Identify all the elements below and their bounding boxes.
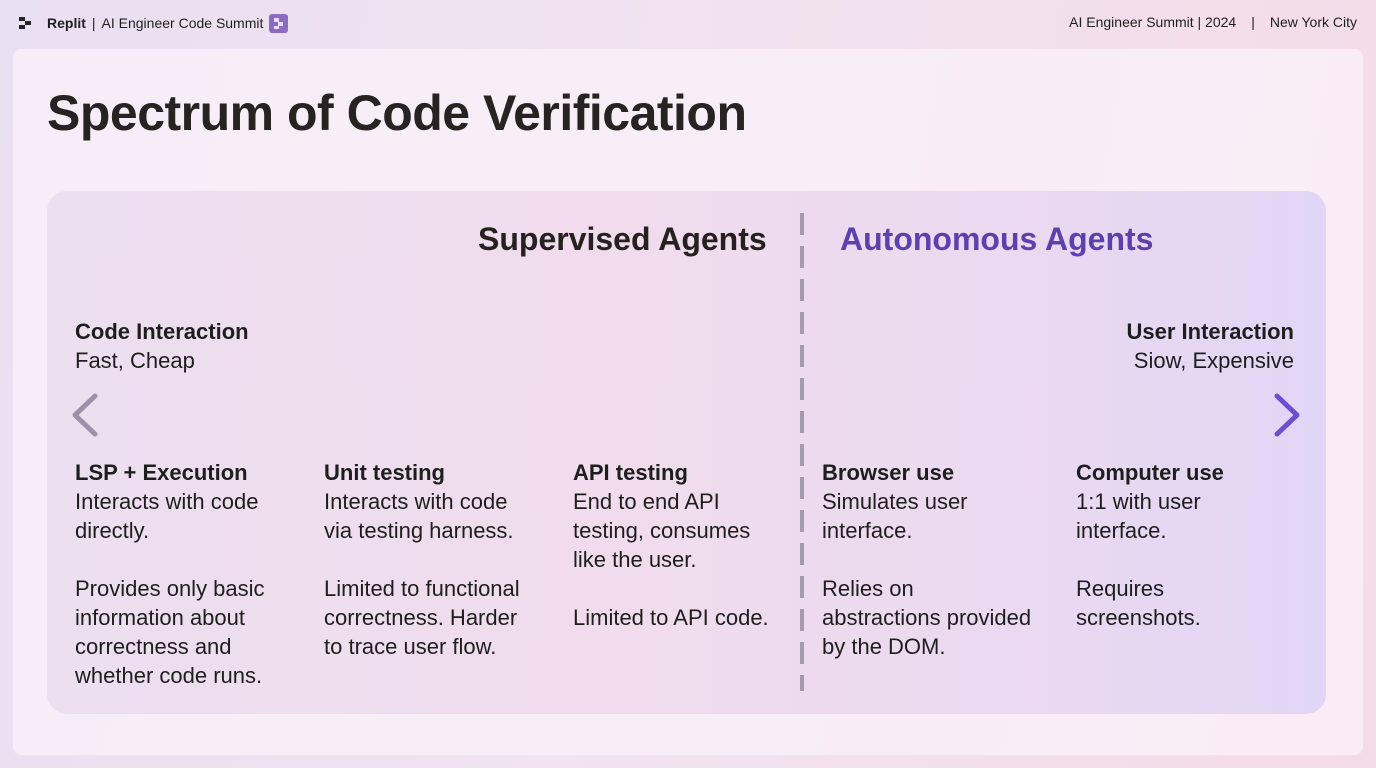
column-text: like the user. — [573, 547, 697, 572]
column-lsp-execution: LSP + Execution Interacts with code dire… — [75, 458, 305, 690]
column-heading: API testing — [573, 460, 688, 485]
column-text: testing, consumes — [573, 518, 751, 543]
spectrum-axis-arrow — [72, 393, 1300, 437]
column-text: Limited to functional — [324, 576, 520, 601]
supervised-agents-label: Supervised Agents — [478, 221, 767, 257]
event-year: AI Engineer Summit | 2024 — [1069, 14, 1237, 30]
column-text: 1:1 with user — [1076, 489, 1201, 514]
column-text: interface. — [822, 518, 913, 543]
column-computer-use: Computer use 1:1 with user interface. Re… — [1076, 458, 1276, 632]
replit-logo-icon — [19, 16, 33, 30]
agent-divider-line — [800, 213, 804, 691]
column-text: End to end API — [573, 489, 720, 514]
column-text: to trace user flow. — [324, 634, 497, 659]
event-info: AI Engineer Summit | 2024 | New York Cit… — [1069, 14, 1357, 30]
brand-name: Replit — [47, 15, 86, 31]
column-heading: Computer use — [1076, 460, 1224, 485]
right-end-title: User Interaction — [1126, 319, 1295, 344]
autonomous-agents-label: Autonomous Agents — [840, 221, 1154, 257]
right-arrowhead-icon — [1274, 393, 1300, 437]
column-text: correctness. Harder — [324, 605, 518, 630]
column-text: Simulates user — [822, 489, 968, 514]
column-text: information about — [75, 605, 245, 630]
column-text: screenshots. — [1076, 605, 1201, 630]
column-unit-testing: Unit testing Interacts with code via tes… — [324, 458, 554, 661]
column-heading: Unit testing — [324, 460, 445, 485]
summit-logo-icon — [269, 13, 289, 33]
left-end-label: Code Interaction Fast, Cheap — [75, 317, 249, 375]
column-text: by the DOM. — [822, 634, 946, 659]
right-end-label: User Interaction Siow, Expensive — [1127, 317, 1295, 375]
brand-area: Replit | AI Engineer Code Summit — [19, 13, 289, 33]
column-text: Interacts with code — [324, 489, 508, 514]
info-separator: | — [1251, 14, 1255, 30]
event-location: New York City — [1269, 14, 1357, 30]
column-text: Relies on — [822, 576, 914, 601]
brand-separator: | — [91, 15, 96, 31]
column-text: abstractions provided — [822, 605, 1032, 630]
left-end-subtitle: Fast, Cheap — [75, 348, 195, 373]
column-heading: LSP + Execution — [75, 460, 248, 485]
column-text: correctness and — [75, 634, 232, 659]
spectrum-panel — [47, 191, 1326, 714]
top-bar: Replit | AI Engineer Code Summit AI Engi… — [0, 0, 1376, 46]
column-text: directly. — [75, 518, 150, 543]
event-name: AI Engineer Code Summit — [101, 15, 264, 31]
column-text: via testing harness. — [324, 518, 514, 543]
column-text: Interacts with code — [75, 489, 259, 514]
left-arrowhead-icon — [72, 393, 98, 437]
column-heading: Browser use — [822, 460, 955, 485]
column-text: Requires — [1076, 576, 1165, 601]
column-api-testing: API testing End to end API testing, cons… — [573, 458, 793, 632]
column-text: Provides only basic — [75, 576, 265, 601]
column-text: interface. — [1076, 518, 1167, 543]
slide-title: Spectrum of Code Verification — [47, 85, 747, 141]
column-text: whether code runs. — [75, 663, 263, 688]
column-browser-use: Browser use Simulates user interface. Re… — [822, 458, 1057, 661]
column-text: Limited to API code. — [573, 605, 769, 630]
right-end-subtitle: Siow, Expensive — [1133, 348, 1294, 373]
left-end-title: Code Interaction — [75, 319, 249, 344]
